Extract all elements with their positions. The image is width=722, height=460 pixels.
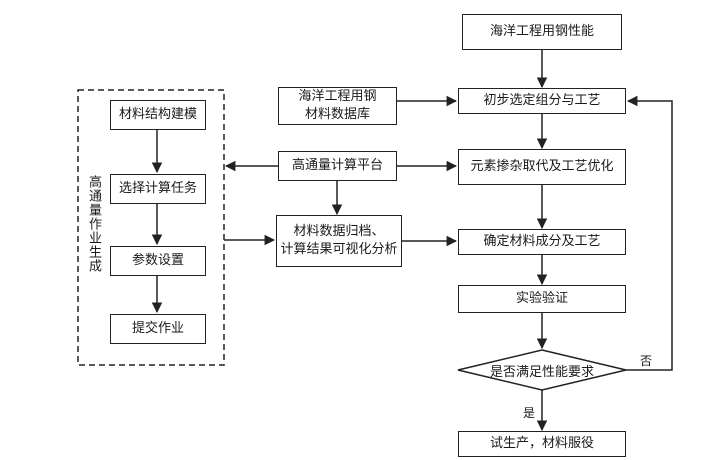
node-parameter-settings: 参数设置: [110, 246, 206, 276]
node-select-task: 选择计算任务: [110, 174, 206, 204]
node-ht-platform: 高通量计算平台: [278, 151, 397, 181]
node-material-modeling: 材料结构建模: [110, 100, 206, 130]
node-steel-performance: 海洋工程用钢性能: [462, 14, 622, 50]
node-submit-job: 提交作业: [110, 314, 206, 344]
node-material-database: 海洋工程用钢 材料数据库: [278, 87, 397, 125]
edge-label-no: 否: [640, 354, 653, 368]
group-dashed-border: [77, 89, 225, 366]
node-decision: 是否满足性能要求: [489, 364, 594, 380]
edge-decision-no-loop: [626, 95, 673, 371]
node-determine-composition: 确定材料成分及工艺: [458, 229, 626, 255]
node-experimental-verification: 实验验证: [458, 285, 626, 313]
group-label: 高通量作业生成: [86, 175, 101, 273]
node-preliminary-selection: 初步选定组分与工艺: [458, 88, 626, 114]
node-doping-optimization: 元素掺杂取代及工艺优化: [458, 149, 626, 185]
node-data-archive: 材料数据归档、 计算结果可视化分析: [276, 215, 402, 267]
edge-label-yes: 是: [523, 406, 536, 420]
node-trial-production: 试生产，材料服役: [458, 431, 626, 457]
